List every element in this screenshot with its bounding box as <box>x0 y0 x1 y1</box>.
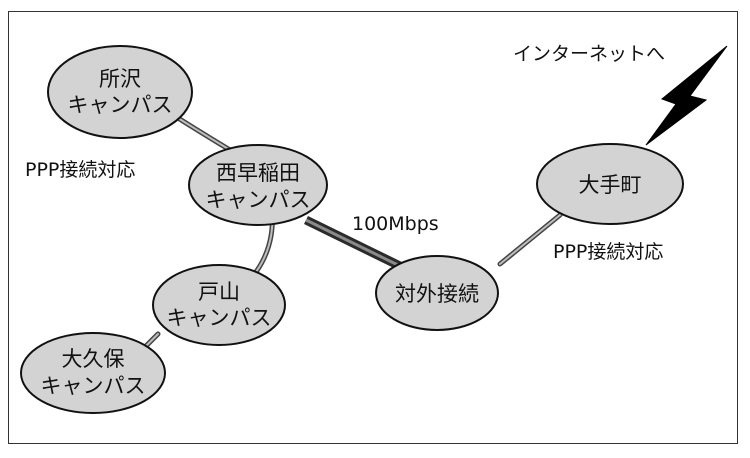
diagram-frame <box>8 11 738 444</box>
internet-label: インターネットへ <box>513 43 665 65</box>
speed-label: 100Mbps <box>352 213 439 235</box>
ppp-label-right: PPP接続対応 <box>553 241 663 263</box>
node-nishiwaseda-campus: キャンパス <box>206 188 311 212</box>
link-tokorozawa-nishiwaseda <box>175 115 233 153</box>
node-otemachi-name: 大手町 <box>579 173 642 197</box>
node-external[interactable]: 対外接続 <box>375 255 499 331</box>
node-tokorozawa-campus: キャンパス <box>68 93 173 117</box>
ppp-label-left: PPP接続対応 <box>25 159 135 181</box>
link-nishiwaseda-external <box>304 215 406 273</box>
node-tokorozawa[interactable]: 所沢 キャンパス <box>47 45 193 139</box>
node-toyama-name: 戸山 <box>198 280 240 304</box>
node-otemachi[interactable]: 大手町 <box>536 143 684 225</box>
node-okubo-name: 大久保 <box>62 347 125 371</box>
node-okubo-campus: キャンパス <box>41 374 146 398</box>
node-tokorozawa-name: 所沢 <box>99 67 141 91</box>
node-toyama-campus: キャンパス <box>167 306 272 330</box>
node-nishiwaseda-name: 西早稲田 <box>216 161 300 185</box>
lightning-bolt-icon <box>645 45 728 146</box>
node-okubo[interactable]: 大久保 キャンパス <box>20 332 166 414</box>
node-nishiwaseda[interactable]: 西早稲田 キャンパス <box>188 144 328 226</box>
node-external-name: 対外接続 <box>395 282 479 306</box>
node-toyama[interactable]: 戸山 キャンパス <box>152 264 286 346</box>
link-external-otemachi <box>497 212 563 267</box>
